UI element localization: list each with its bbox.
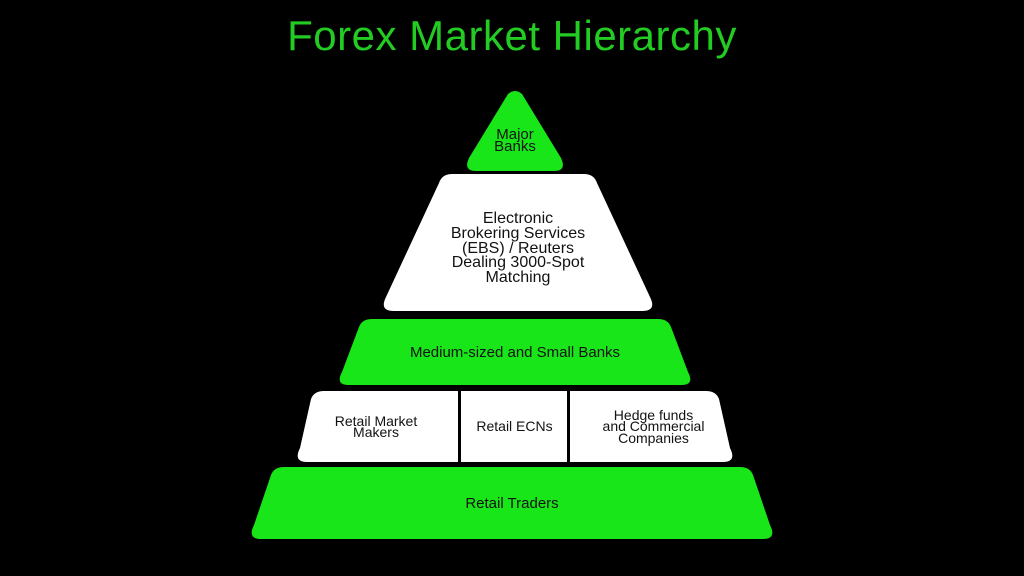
trapezoid-shape [383,174,653,311]
trapezoid-shape [297,391,733,462]
pyramid-level-medium-small-banks[interactable]: Medium-sized and Small Banks [334,319,696,386]
triangle-shape [467,91,563,171]
pyramid-level-ebs-reuters[interactable]: Electronic Brokering Services (EBS) / Re… [378,174,658,312]
pyramid-level-retail-intermediaries[interactable]: Retail Market Makers Retail ECNs Hedge f… [292,391,738,463]
trapezoid-shape [251,467,773,539]
page-title: Forex Market Hierarchy [287,12,737,59]
pyramid-level-major-banks[interactable]: Major Banks [462,88,568,172]
pyramid-level-retail-traders[interactable]: Retail Traders [246,467,778,540]
cell-divider [458,391,461,463]
cell-divider [567,391,570,463]
pyramid-level-4-cell-hedge-funds[interactable]: Hedge funds and Commercial Companies [602,407,705,446]
trapezoid-shape [339,319,691,385]
pyramid-level-4-cell-retail-ecns[interactable]: Retail ECNs [476,418,553,435]
pyramid-level-4-cell-retail-market-makers[interactable]: Retail Market Makers [334,412,418,440]
